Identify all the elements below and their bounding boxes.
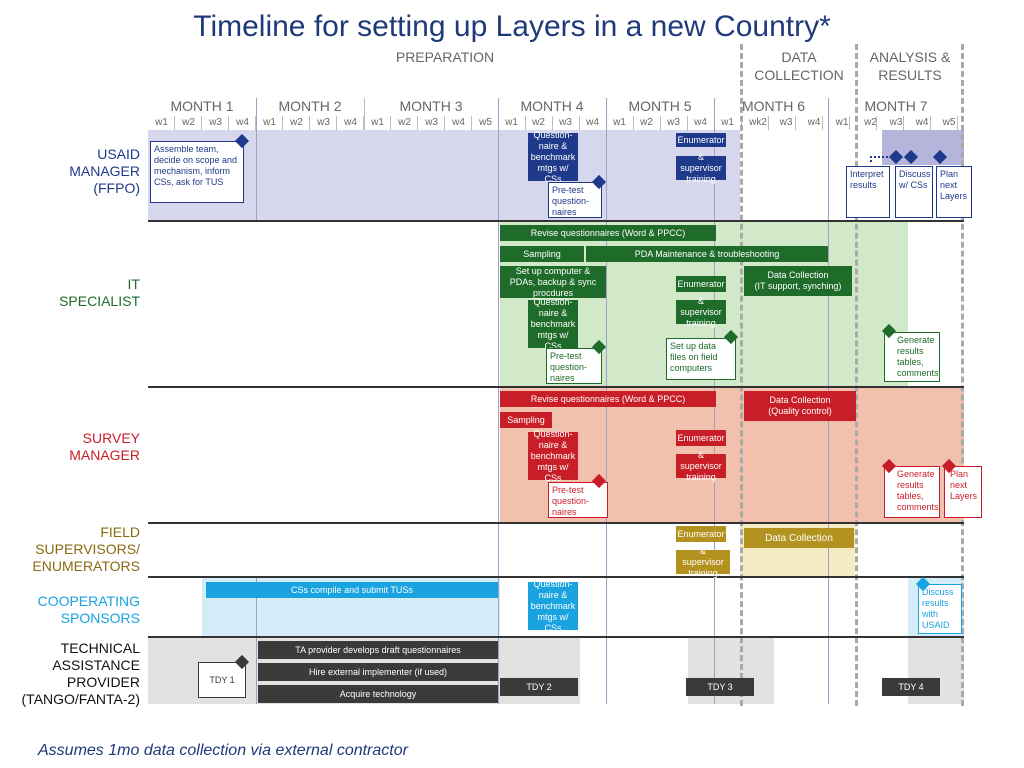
footnote: Assumes 1mo data collection via external…: [38, 742, 408, 759]
week-separators: [148, 116, 964, 130]
month-separator: [364, 98, 365, 130]
month-header: MONTH 5: [628, 98, 692, 114]
tech-tdy1-box: TDY 1: [198, 662, 246, 698]
tech-acquire-bar: Acquire technology: [258, 685, 498, 703]
usaid-discuss-task: Discuss w/ CSs: [895, 166, 933, 218]
row-label-survey: SURVEY MANAGER: [69, 430, 140, 463]
it-revise-bar: Revise questionnaires (Word & PPCC): [500, 225, 716, 241]
it-generate-task: Generate results tables, comments: [884, 332, 940, 382]
phase-divider: [961, 44, 964, 706]
usaid-plan-task: Plan next Layers: [936, 166, 972, 218]
row-label-it: IT SPECIALIST: [59, 276, 140, 309]
it-data-collection-bar: Data Collection (IT support, synching): [744, 266, 852, 296]
it-pda-bar: PDA Maintenance & troubleshooting: [586, 246, 828, 262]
row-separator: [148, 386, 964, 388]
it-setup-bar: Set up computer & PDAs, backup & sync pr…: [500, 266, 606, 298]
field-data-collection-bar: Data Collection: [744, 528, 854, 548]
page-title: Timeline for setting up Layers in a new …: [193, 10, 831, 43]
row-separator: [148, 636, 964, 638]
month-separator: [256, 578, 257, 704]
month-separator: [498, 98, 499, 704]
coop-questionnaire-meeting: Question- naire & benchmark mtgs w/ CSs: [528, 579, 578, 633]
row-separator: [148, 522, 964, 524]
tech-tdy4-bar: TDY 4: [882, 678, 940, 696]
month-header: MONTH 2: [278, 98, 342, 114]
phase-data-collection: DATA COLLECTION: [754, 49, 844, 83]
usaid-training-label: & supervisor training: [676, 152, 726, 184]
usaid-assemble-task: Assemble team, decide on scope and mecha…: [150, 141, 244, 203]
survey-data-collection-bar: Data Collection (Quality control): [744, 391, 856, 421]
usaid-pretest-task: Pre-test question- naires: [548, 182, 602, 218]
field-enumerator-label: Enumerator: [676, 526, 726, 542]
usaid-questionnaire-meeting: Question- naire & benchmark mtgs w/ CSs: [528, 130, 578, 184]
month-header: MONTH 6: [742, 98, 805, 114]
month-header: MONTH 1: [170, 98, 234, 114]
tech-tdy2-bar: TDY 2: [500, 678, 578, 696]
month-separator: [256, 98, 257, 220]
it-training-label: & supervisor training: [676, 296, 726, 328]
it-enumerator-label: Enumerator: [676, 276, 726, 292]
phase-divider: [855, 44, 858, 706]
tech-hire-bar: Hire external implementer (if used): [258, 663, 498, 681]
tech-tdy3-bar: TDY 3: [686, 678, 754, 696]
coop-tus-bar: CSs compile and submit TUSs: [206, 582, 498, 598]
row-separator: [148, 220, 964, 222]
usaid-interpret-task: Interpret results: [846, 166, 890, 218]
row-label-tech: TECHNICAL ASSISTANCE PROVIDER (TANGO/FAN…: [21, 640, 140, 707]
month-header: MONTH 3: [399, 98, 463, 114]
survey-generate-task: Generate results tables, comments: [884, 466, 940, 518]
survey-plan-task: Plan next Layers: [944, 466, 982, 518]
row-label-usaid: USAID MANAGER (FFPO): [69, 146, 140, 196]
phase-preparation: PREPARATION: [395, 49, 495, 65]
row-label-field: FIELD SUPERVISORS/ ENUMERATORS: [32, 524, 140, 574]
survey-questionnaire-meeting: Question- naire & benchmark mtgs w/ CSs: [528, 429, 578, 483]
it-pretest-task: Pre-test question- naires: [546, 348, 602, 384]
row-separator: [148, 576, 964, 578]
survey-enumerator-label: Enumerator: [676, 430, 726, 446]
phase-analysis: ANALYSIS & RESULTS: [869, 49, 951, 83]
it-questionnaire-meeting: Question- naire & benchmark mtgs w/ CSs: [528, 297, 578, 351]
survey-sampling-bar: Sampling: [500, 412, 552, 428]
month-header: MONTH 7: [864, 98, 928, 114]
tech-draft-bar: TA provider develops draft questionnaire…: [258, 641, 498, 659]
coop-discuss-task: Discuss results with USAID: [918, 584, 962, 634]
it-datafiles-task: Set up data files on field computers: [666, 338, 736, 380]
usaid-enumerator-label: Enumerator: [676, 133, 726, 147]
survey-training-label: & supervisor training: [676, 450, 726, 482]
field-training-label: & supervisor training: [676, 546, 730, 578]
usaid-dotted-connector: [870, 156, 896, 162]
row-label-coop: COOPERATING SPONSORS: [37, 593, 140, 626]
it-sampling-bar: Sampling: [500, 246, 584, 262]
phase-divider: [740, 44, 743, 706]
survey-revise-bar: Revise questionnaires (Word & PPCC): [500, 391, 716, 407]
month-header: MONTH 4: [520, 98, 584, 114]
